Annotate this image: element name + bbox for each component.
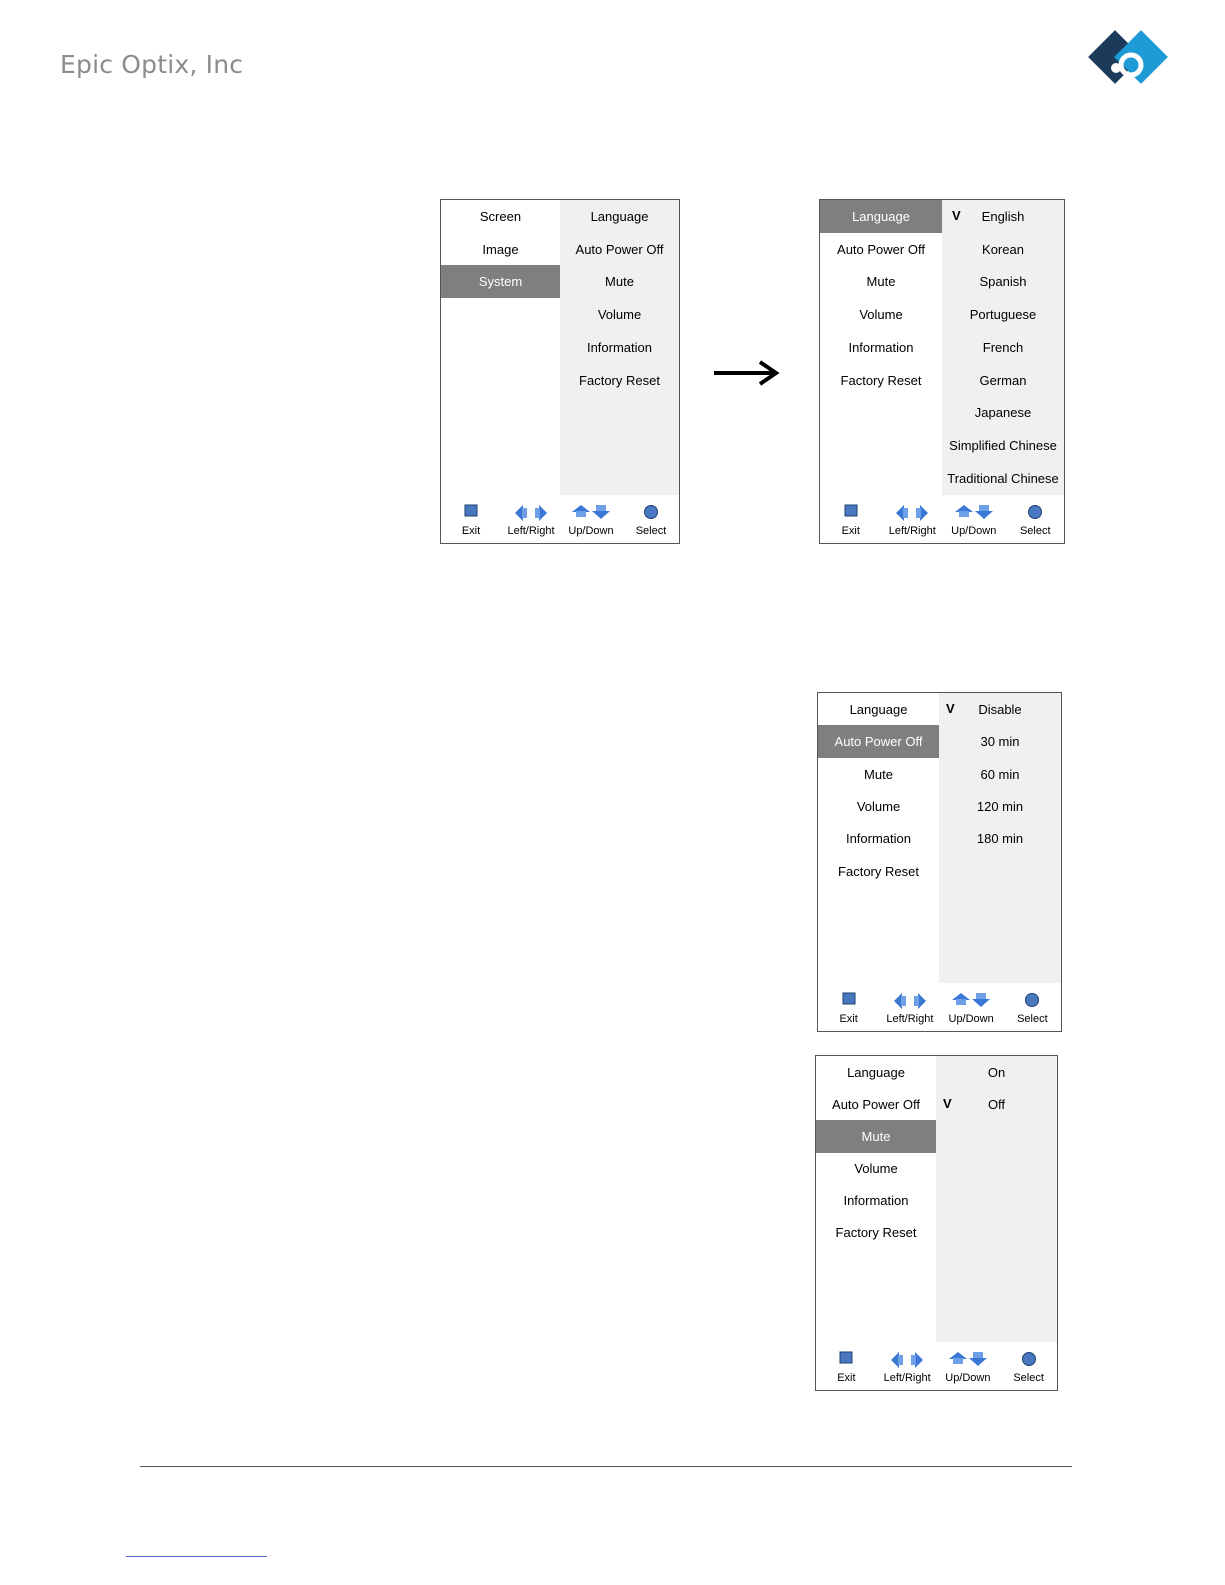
menu-item[interactable]: Auto Power Off [818,725,939,759]
option-item[interactable]: Portuguese [969,307,1037,323]
up-down-control[interactable]: Up/Down [936,983,1006,1031]
menu-item[interactable]: Auto Power Off [837,241,925,257]
control-label: Select [1019,525,1051,537]
option-item[interactable]: Japanese [974,405,1032,421]
control-label: Left/Right [886,1013,934,1025]
control-label: Exit [837,1372,856,1384]
menu-item[interactable]: Information [843,1193,909,1208]
footer-link-underline [126,1556,267,1557]
menu-item[interactable]: Auto Power Off [832,1097,920,1112]
menu-item[interactable]: Volume [856,798,901,814]
menu-item[interactable]: Information [848,339,914,355]
menu-item[interactable]: Mute [816,1120,936,1153]
option-item[interactable]: English [981,209,1025,224]
menu-item[interactable]: System [441,265,560,299]
control-label: Select [635,525,667,537]
control-bar: Exit Left/Right Up/Down Select [818,983,1061,1031]
left-right-control[interactable]: Left/Right [872,1342,942,1390]
up-down-control[interactable]: Up/Down [556,495,626,543]
right-arrow-icon [714,360,780,386]
left-right-control[interactable]: Left/Right [877,495,947,543]
exit-control[interactable]: Exit [814,983,884,1031]
menu-item[interactable]: Mute [864,766,893,782]
menu-item[interactable]: Screen [479,209,522,224]
company-name: Epic Optix, Inc [60,50,244,79]
option-item[interactable]: On [987,1065,1006,1080]
select-control[interactable]: Select [1000,495,1070,543]
menu-item[interactable]: Language [847,1065,905,1080]
menu-item[interactable]: Language [849,702,908,717]
option-item[interactable]: Language [590,209,649,224]
menu-item[interactable]: Language [820,200,942,233]
option-item[interactable]: 30 min [980,734,1020,750]
control-label: Up/Down [945,1372,991,1384]
control-label: Up/Down [951,525,997,537]
select-control[interactable]: Select [997,983,1067,1031]
option-item[interactable]: Disable [978,702,1022,717]
option-item[interactable]: 60 min [980,766,1020,782]
option-item[interactable]: German [979,372,1027,388]
option-item[interactable]: 120 min [976,798,1024,814]
menu-item[interactable]: Volume [854,1161,898,1176]
control-bar: Exit Left/Right Up/Down Select [441,495,679,543]
checkmark-icon: V [946,701,955,716]
select-control[interactable]: Select [616,495,686,543]
option-item[interactable]: Simplified Chinese [949,437,1057,453]
menu-item[interactable]: Factory Reset [838,863,919,879]
control-label: Left/Right [507,525,555,537]
company-logo-icon [1088,30,1168,84]
option-item[interactable]: Volume [597,307,642,323]
left-right-control[interactable]: Left/Right [496,495,566,543]
up-down-control[interactable]: Up/Down [939,495,1009,543]
menu-item[interactable]: Mute [866,274,896,290]
option-item[interactable]: French [982,339,1024,355]
option-item[interactable]: Traditional Chinese [947,470,1059,486]
control-label: Left/Right [883,1372,931,1384]
option-item[interactable]: Factory Reset [579,372,660,388]
option-item[interactable]: Auto Power Off [575,241,664,257]
menu-item[interactable]: Information [845,831,912,847]
checkmark-icon: V [952,208,961,223]
option-item[interactable]: Off [987,1097,1006,1112]
select-control[interactable]: Select [994,1342,1064,1390]
control-label: Select [1017,1013,1048,1025]
exit-control[interactable]: Exit [816,495,886,543]
option-item[interactable]: Information [586,339,653,355]
control-label: Exit [839,1013,858,1025]
control-bar: Exit Left/Right Up/Down Select [816,1342,1057,1390]
left-right-control[interactable]: Left/Right [875,983,945,1031]
option-item[interactable]: Korean [982,241,1024,257]
option-item[interactable]: Spanish [979,274,1027,290]
menu-item[interactable]: Volume [859,307,903,323]
control-label: Select [1013,1372,1044,1384]
control-label: Up/Down [948,1013,994,1025]
menu-item[interactable]: Factory Reset [835,1225,917,1240]
menu-item[interactable]: Factory Reset [840,372,922,388]
control-bar: Exit Left/Right Up/Down Select [820,495,1064,543]
menu-item[interactable]: Image [482,241,519,257]
control-label: Exit [841,525,860,537]
option-item[interactable]: Mute [605,274,634,290]
exit-control[interactable]: Exit [811,1342,881,1390]
menu-right-column: Disable V 30 min 60 min 120 min 180 min [939,693,1061,983]
control-label: Exit [461,525,481,537]
control-label: Up/Down [568,525,614,537]
checkmark-icon: V [943,1096,952,1111]
exit-control[interactable]: Exit [436,495,506,543]
footer-rule [140,1466,1072,1467]
control-label: Left/Right [888,525,936,537]
option-item[interactable]: 180 min [976,831,1024,847]
up-down-control[interactable]: Up/Down [933,1342,1003,1390]
